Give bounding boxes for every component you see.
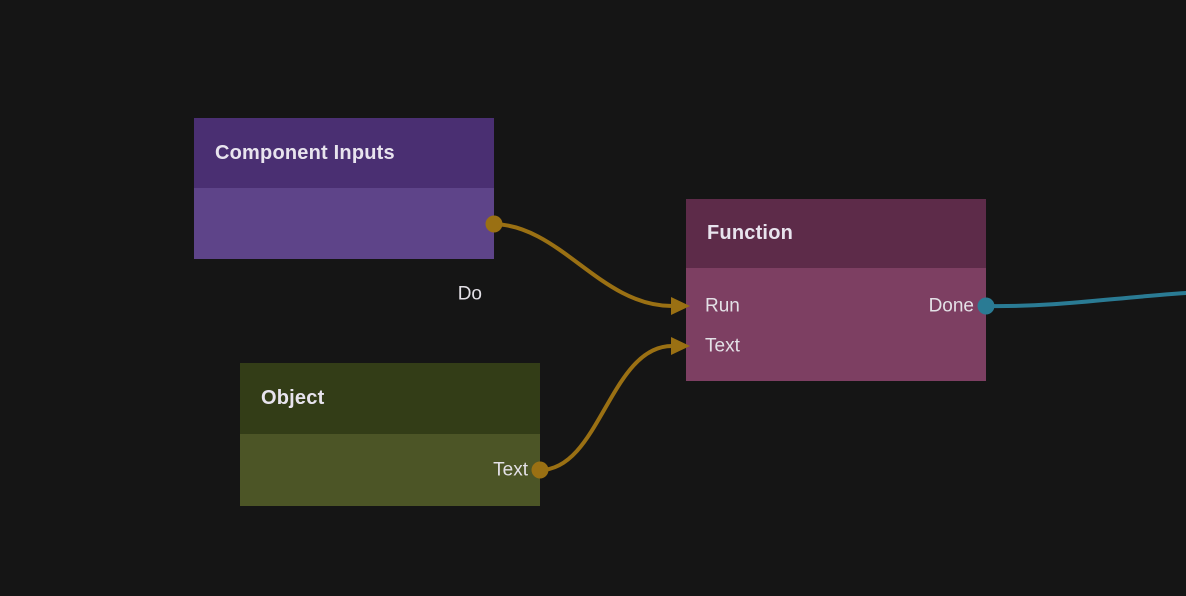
- port-label-done: Done: [928, 295, 974, 317]
- node-title-function: Function: [707, 222, 794, 244]
- node-function[interactable]: Function Run Done Text: [671, 199, 995, 381]
- wire-done-outgoing: [984, 291, 1186, 309]
- port-dot-text-output[interactable]: [531, 461, 549, 479]
- port-dot-do[interactable]: [485, 215, 503, 233]
- node-object[interactable]: Object Text: [240, 363, 549, 506]
- wire-do-to-run: [490, 222, 674, 308]
- node-body-function: Run Done Text: [686, 268, 986, 381]
- port-dot-done[interactable]: [977, 297, 995, 315]
- node-component-inputs[interactable]: Component Inputs Do: [194, 118, 503, 304]
- port-label-do: Do: [457, 283, 482, 305]
- port-arrow-run[interactable]: [671, 297, 690, 315]
- node-title-component-inputs: Component Inputs: [215, 141, 395, 164]
- port-arrow-text-input[interactable]: [671, 337, 690, 355]
- port-label-text-input: Text: [705, 335, 740, 357]
- node-title-object: Object: [261, 387, 325, 409]
- node-body-component-inputs: Do: [194, 188, 494, 304]
- node-header-function[interactable]: Function: [686, 199, 986, 268]
- node-body-object: Text: [240, 434, 540, 506]
- node-header-object[interactable]: Object: [240, 363, 540, 434]
- port-label-text-output: Text: [493, 459, 528, 481]
- port-label-run: Run: [705, 295, 740, 317]
- node-header-component-inputs[interactable]: Component Inputs: [194, 118, 494, 188]
- wire-text-to-text: [538, 344, 674, 472]
